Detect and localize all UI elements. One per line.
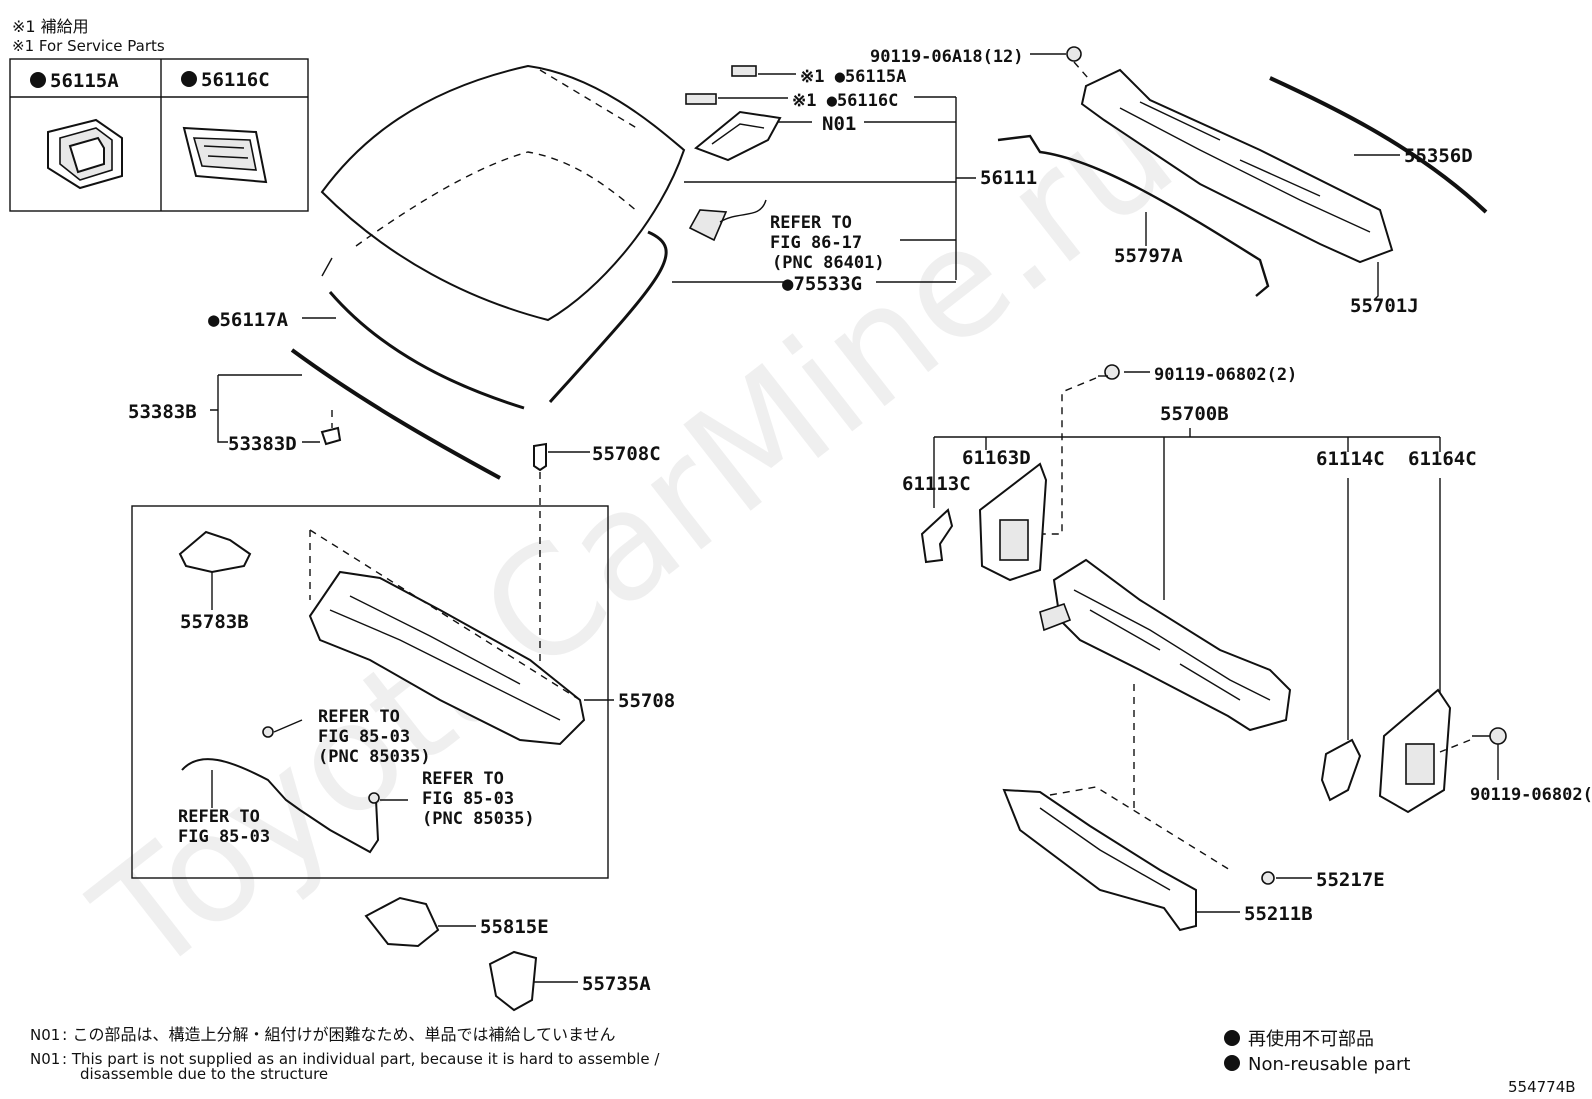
refer-86-line3: (PNC 86401) xyxy=(772,253,885,273)
cowl-louver-55708 xyxy=(308,529,586,746)
bolt-90119-06A18 xyxy=(1030,46,1089,79)
bolt-90119-06802-top xyxy=(1034,364,1150,535)
note-n01-en-line1: : This part is not supplied as an indivi… xyxy=(62,1050,660,1068)
refer-85b-line2: FIG 85-03 xyxy=(422,789,514,809)
hose-55797A xyxy=(997,134,1270,297)
service-parts-table: ※1 補給用 ※1 For Service Parts 56115A 56116… xyxy=(9,17,309,212)
non-reusable-dot-icon xyxy=(30,72,46,88)
legend-dot-icon xyxy=(1224,1055,1240,1071)
callout-61114C: 61114C xyxy=(1316,448,1385,470)
bracket-61114C xyxy=(1320,738,1362,802)
refer-85a-line3: (PNC 85035) xyxy=(318,747,431,767)
cowl-top-panel-55701J xyxy=(1080,68,1394,264)
callout-53383B: 53383B xyxy=(128,401,197,423)
callout-55797A: 55797A xyxy=(1114,245,1183,267)
figure-id: 554774B xyxy=(1508,1078,1576,1096)
legend-en: Non-reusable part xyxy=(1248,1054,1410,1075)
pad-56116C-small xyxy=(685,93,717,105)
refer-86-line1: REFER TO xyxy=(770,213,852,233)
callout-56111: 56111 xyxy=(980,167,1037,189)
refer-85c-line2: FIG 85-03 xyxy=(178,827,270,847)
note-n01-en-line2: disassemble due to the structure xyxy=(80,1065,328,1083)
service-parts-title-en: ※1 For Service Parts xyxy=(12,37,165,55)
callout-61163D: 61163D xyxy=(962,447,1031,469)
callout-90119-06802-bottom: 90119-06802(2) xyxy=(1470,785,1592,805)
service-part-56115A: 56115A xyxy=(50,70,119,92)
refer-85c-line1: REFER TO xyxy=(178,807,260,827)
note-n01-jp-key: N01 xyxy=(30,1026,60,1044)
leader-lines-top xyxy=(672,73,976,283)
refer-86-line2: FIG 86-17 xyxy=(770,233,862,253)
callout-N01: N01 xyxy=(822,113,856,135)
callout-55708C: 55708C xyxy=(592,443,661,465)
cowl-panel-55700B xyxy=(1039,558,1292,732)
non-reusable-dot-icon xyxy=(181,71,197,87)
callout-61113C: 61113C xyxy=(902,473,971,495)
windshield-glass xyxy=(320,64,686,322)
cover-55815E xyxy=(364,896,476,948)
service-part-56116C: 56116C xyxy=(201,69,270,91)
callout-55700B: 55700B xyxy=(1160,403,1229,425)
refer-85a-line1: REFER TO xyxy=(318,707,400,727)
weatherstrip-53383B xyxy=(290,348,501,480)
legend-jp: 再使用不可部品 xyxy=(1248,1029,1374,1050)
seal-55356D xyxy=(1269,76,1488,214)
leader-55700B xyxy=(933,428,1441,740)
side-moulding-75533G xyxy=(548,230,668,404)
bracket-61113C xyxy=(920,508,954,564)
callout-55708: 55708 xyxy=(618,690,675,712)
dam-56117A xyxy=(328,291,525,410)
pad-56116C-illustration xyxy=(182,126,268,184)
cowl-lower-55211B xyxy=(1002,786,1231,932)
refer-85b-line1: REFER TO xyxy=(422,769,504,789)
bolt-90119-06802-bottom xyxy=(1439,727,1507,780)
washer-hose xyxy=(181,719,408,854)
glass-spacer xyxy=(321,257,333,277)
cover-55735A xyxy=(488,950,578,1012)
clip-56115A-small xyxy=(731,65,757,77)
callout-55701J: 55701J xyxy=(1350,295,1419,317)
rain-sensor-harness xyxy=(688,199,767,242)
clip-56115A-illustration xyxy=(47,118,123,190)
note-n01-jp-text: : この部品は、構造上分解・組付けが困難なため、単品では補給していません xyxy=(62,1025,616,1044)
callout-55217E: 55217E xyxy=(1316,869,1385,891)
note-n01-en-key: N01 xyxy=(30,1050,60,1068)
service-parts-title-jp: ※1 補給用 xyxy=(12,17,89,36)
callout-55783B: 55783B xyxy=(180,611,249,633)
callout-55815E: 55815E xyxy=(480,916,549,938)
callout-55211B: 55211B xyxy=(1244,903,1313,925)
callout-90119-06802-top: 90119-06802(2) xyxy=(1154,365,1297,385)
callout-53383D: 53383D xyxy=(228,433,297,455)
clip-53383D xyxy=(320,410,342,446)
callout-56117A: ●56117A xyxy=(208,309,289,331)
callout-56116C: ※1 ●56116C xyxy=(792,91,898,111)
group-box-55708 xyxy=(131,505,609,879)
clip-55708C xyxy=(533,442,590,690)
refer-85a-line2: FIG 85-03 xyxy=(318,727,410,747)
callout-61164C: 61164C xyxy=(1408,448,1477,470)
clip-55217E xyxy=(1261,871,1312,885)
panel-61163D xyxy=(978,462,1048,582)
bracket-N01 xyxy=(694,110,782,162)
callout-55356D: 55356D xyxy=(1404,145,1473,167)
callout-75533G: ●75533G xyxy=(782,273,862,295)
refer-85b-line3: (PNC 85035) xyxy=(422,809,535,829)
bracket-55783B xyxy=(178,530,252,610)
callout-56115A: ※1 ●56115A xyxy=(800,67,906,87)
panel-61164C xyxy=(1378,688,1452,814)
legend-dot-icon xyxy=(1224,1030,1240,1046)
callout-55735A: 55735A xyxy=(582,973,651,995)
callout-90119-06A18: 90119-06A18(12) xyxy=(870,47,1024,67)
